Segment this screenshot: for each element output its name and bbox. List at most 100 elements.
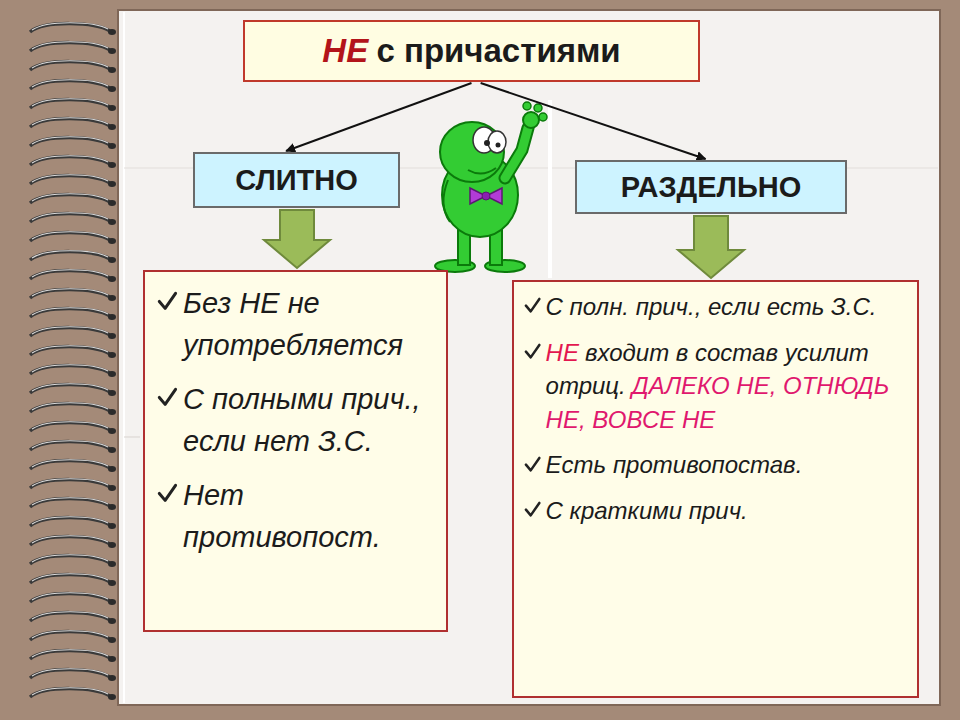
spiral-coil xyxy=(30,138,110,146)
binding-hole xyxy=(108,504,116,510)
spiral-coil xyxy=(30,176,110,184)
highlight-text: НЕ xyxy=(546,339,579,366)
spiral-highlight xyxy=(32,479,108,486)
node-text: Есть противопостав. xyxy=(546,451,803,478)
category-box: РАЗДЕЛЬНО xyxy=(575,160,847,214)
spiral-coil xyxy=(30,290,110,298)
binding-hole xyxy=(108,637,116,643)
highlight-text: НЕ xyxy=(322,32,368,69)
spiral-highlight xyxy=(32,365,108,372)
check-mark xyxy=(524,343,541,360)
node-text: С полными прич., если нет З.С. xyxy=(183,383,421,457)
binding-hole xyxy=(108,143,116,149)
spiral-highlight xyxy=(32,213,108,220)
spiral-highlight xyxy=(32,80,108,87)
spiral-highlight xyxy=(32,650,108,657)
spiral-coil xyxy=(30,556,110,564)
spiral-coil xyxy=(30,537,110,545)
spiral-coil xyxy=(30,651,110,659)
binding-hole xyxy=(108,48,116,54)
block-arrow xyxy=(678,216,744,278)
node-text: СЛИТНО xyxy=(235,164,358,196)
spiral-highlight xyxy=(32,99,108,106)
spiral-coil xyxy=(30,366,110,374)
category-box: СЛИТНО xyxy=(193,152,400,208)
spiral-highlight xyxy=(32,23,108,30)
spiral-coil xyxy=(30,100,110,108)
spiral-highlight xyxy=(32,593,108,600)
spiral-coil xyxy=(30,518,110,526)
node-text: с причастиями xyxy=(376,32,620,69)
divider-line xyxy=(548,100,552,278)
spiral-highlight xyxy=(32,612,108,619)
binding-hole xyxy=(108,352,116,358)
spiral-coil xyxy=(30,670,110,678)
spiral-highlight xyxy=(32,346,108,353)
spiral-coil xyxy=(30,81,110,89)
spiral-coil xyxy=(30,689,110,697)
spiral-coil xyxy=(30,252,110,260)
check-mark xyxy=(157,387,178,408)
binding-hole xyxy=(108,238,116,244)
spiral-highlight xyxy=(32,384,108,391)
binding-hole xyxy=(108,390,116,396)
spiral-highlight xyxy=(32,498,108,505)
spiral-highlight xyxy=(32,688,108,695)
rule-list-box: Без НЕ не употребляетсяС полными прич., … xyxy=(143,270,448,632)
spiral-highlight xyxy=(32,232,108,239)
spiral-highlight xyxy=(32,574,108,581)
node-text: РАЗДЕЛЬНО xyxy=(621,171,802,203)
binding-hole xyxy=(108,86,116,92)
spiral-coil xyxy=(30,461,110,469)
spiral-coil xyxy=(30,328,110,336)
spiral-coil xyxy=(30,632,110,640)
binding-hole xyxy=(108,485,116,491)
list-item: Нет противопост. xyxy=(157,474,434,558)
spiral-highlight xyxy=(32,669,108,676)
spiral-coil xyxy=(30,613,110,621)
spiral-highlight xyxy=(32,460,108,467)
check-mark xyxy=(157,483,178,504)
spiral-coil xyxy=(30,24,110,32)
spiral-highlight xyxy=(32,251,108,258)
spiral-coil xyxy=(30,499,110,507)
spiral-highlight xyxy=(32,61,108,68)
binding-hole xyxy=(108,618,116,624)
binding-hole xyxy=(108,561,116,567)
spiral-highlight xyxy=(32,289,108,296)
spiral-highlight xyxy=(32,536,108,543)
spiral-coil xyxy=(30,195,110,203)
spiral-coil xyxy=(30,233,110,241)
binding-hole xyxy=(108,447,116,453)
binding-hole xyxy=(108,314,116,320)
spiral-highlight xyxy=(32,327,108,334)
spiral-coil xyxy=(30,594,110,602)
block-arrow xyxy=(264,210,330,268)
spiral-highlight xyxy=(32,308,108,315)
page-margin xyxy=(123,12,125,703)
binding-hole xyxy=(108,29,116,35)
page xyxy=(118,10,940,705)
list-item: НЕс причастиями xyxy=(322,31,620,71)
node-text: С краткими прич. xyxy=(546,497,748,524)
list-item: Есть противопостав. xyxy=(524,448,907,482)
spiral-highlight xyxy=(32,403,108,410)
spiral-coil xyxy=(30,442,110,450)
binding-hole xyxy=(108,466,116,472)
list-item: С полн. прич., если есть З.С. xyxy=(524,290,907,324)
frog-illustration xyxy=(435,102,547,272)
check-mark xyxy=(157,291,178,312)
page-rule xyxy=(124,437,140,438)
spiral-highlight xyxy=(32,137,108,144)
list-item: СЛИТНО xyxy=(235,163,358,198)
spiral-highlight xyxy=(32,118,108,125)
title-box: НЕс причастиями xyxy=(243,20,700,82)
binding-hole xyxy=(108,428,116,434)
spiral-highlight xyxy=(32,555,108,562)
list-item: С полными прич., если нет З.С. xyxy=(157,378,434,462)
spiral-highlight xyxy=(32,631,108,638)
binding-hole xyxy=(108,542,116,548)
spiral-highlight xyxy=(32,194,108,201)
spiral-highlight xyxy=(32,422,108,429)
spiral-coil xyxy=(30,119,110,127)
